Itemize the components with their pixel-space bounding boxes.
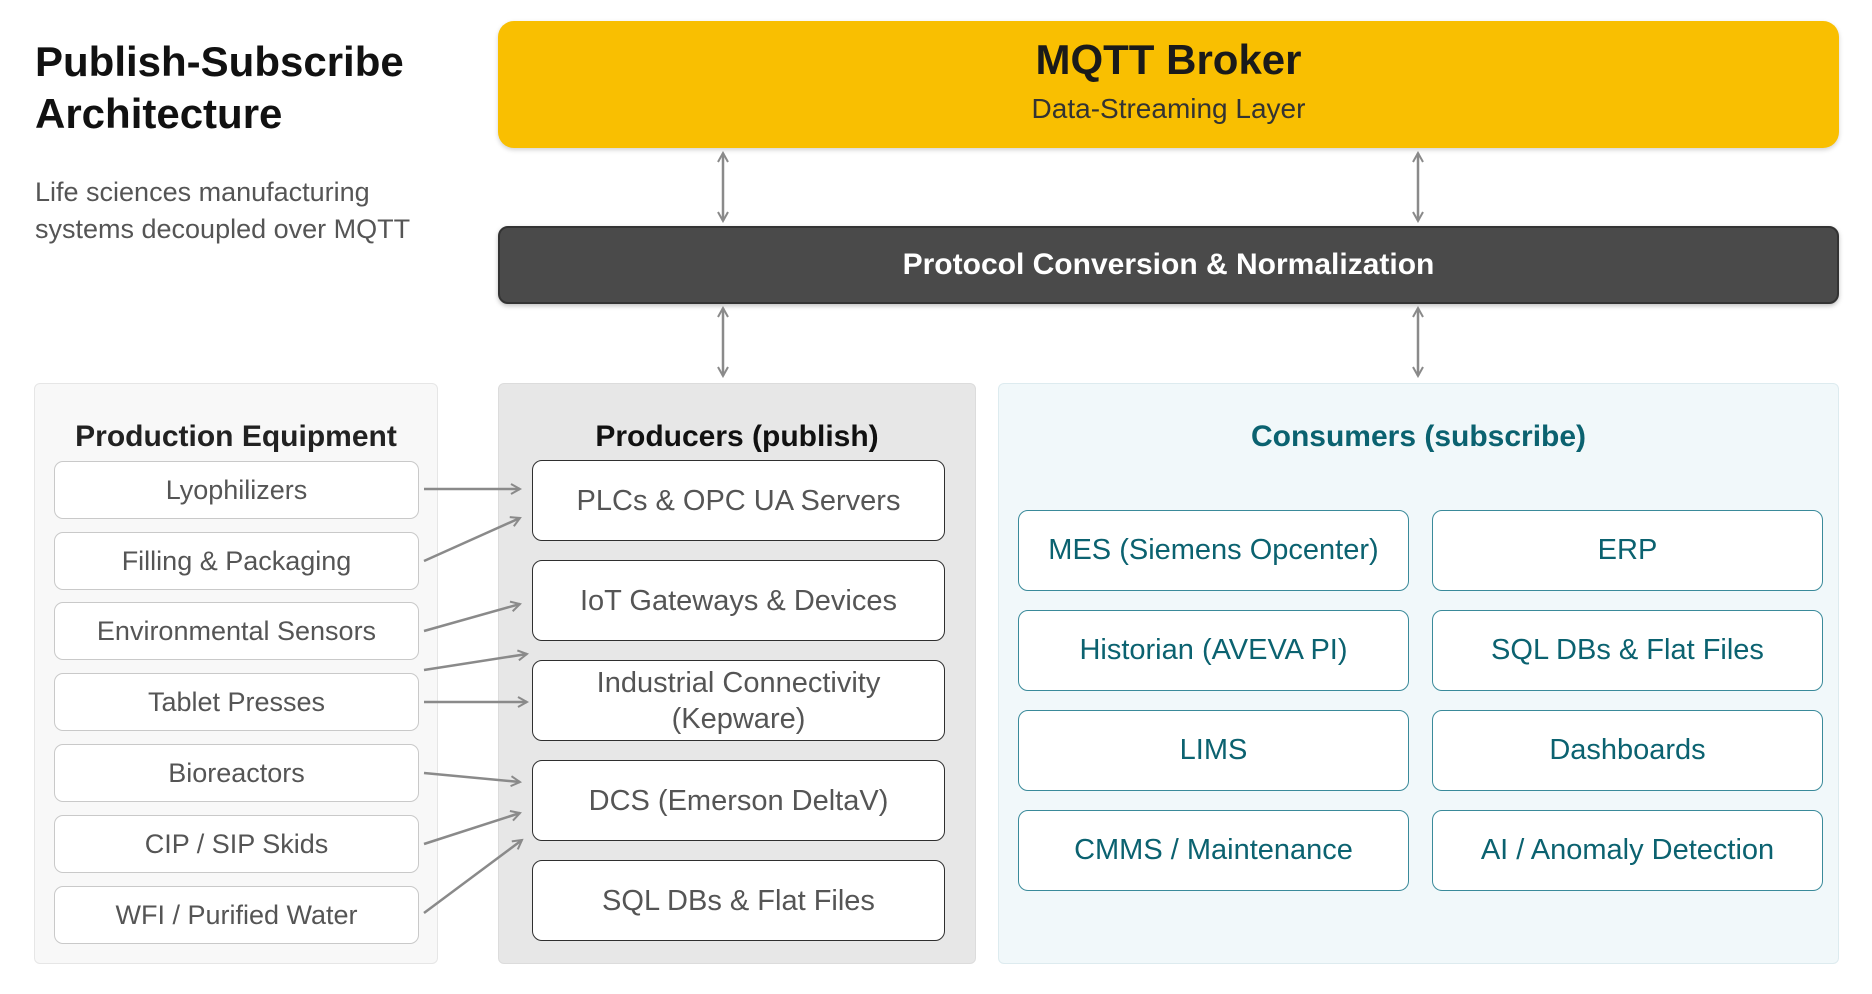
protocol-label: Protocol Conversion & Normalization [902,248,1435,281]
arrow-wfi-dcs [423,840,522,915]
protocol-conversion-bar: Protocol Conversion & Normalization [498,226,1839,304]
consumer-cmms-maintenance: CMMS / Maintenance [1018,810,1409,891]
equipment-item-bioreactors: Bioreactors [54,744,419,802]
mqtt-broker-box: MQTT Broker Data-Streaming Layer [498,21,1839,148]
consumers-panel-title: Consumers (subscribe) [1250,420,1587,453]
consumer-dashboards: Dashboards [1432,710,1823,791]
producer-plcs-opc-ua: PLCs & OPC UA Servers [532,460,945,541]
consumer-erp: ERP [1432,510,1823,591]
equipment-panel-title: Production Equipment [75,420,397,453]
arrow-bioreactors-dcs [423,771,520,782]
arrow-tablet-kepware-upper [423,654,527,672]
producer-dcs-deltav: DCS (Emerson DeltaV) [532,760,945,841]
producer-iot-gateways: IoT Gateways & Devices [532,560,945,641]
arrow-envsensors-iot [423,604,520,633]
arrow-cip-dcs [423,813,520,846]
page-subtitle: Life sciences manufacturing systems deco… [35,177,411,244]
broker-subtitle: Data-Streaming Layer [1031,93,1306,124]
arrow-filling-plcs [423,518,520,563]
producer-industrial-connectivity: Industrial Connectivity (Kepware) [532,660,945,741]
page-title: Publish-Subscribe Architecture [35,38,404,137]
equipment-item-lyophilizers: Lyophilizers [54,461,419,519]
consumer-historian: Historian (AVEVA PI) [1018,610,1409,691]
broker-title: MQTT Broker [1035,36,1302,83]
equipment-item-tablet-presses: Tablet Presses [54,673,419,731]
consumer-sql-dbs-flat-files: SQL DBs & Flat Files [1432,610,1823,691]
consumer-mes: MES (Siemens Opcenter) [1018,510,1409,591]
equipment-item-filling-packaging: Filling & Packaging [54,532,419,590]
equipment-item-wfi-purified-water: WFI / Purified Water [54,886,419,944]
producer-sql-dbs-flat-files: SQL DBs & Flat Files [532,860,945,941]
consumer-lims: LIMS [1018,710,1409,791]
equipment-item-environmental-sensors: Environmental Sensors [54,602,419,660]
consumer-ai-anomaly-detection: AI / Anomaly Detection [1432,810,1823,891]
equipment-item-cip-sip-skids: CIP / SIP Skids [54,815,419,873]
producers-panel-title: Producers (publish) [595,420,879,453]
